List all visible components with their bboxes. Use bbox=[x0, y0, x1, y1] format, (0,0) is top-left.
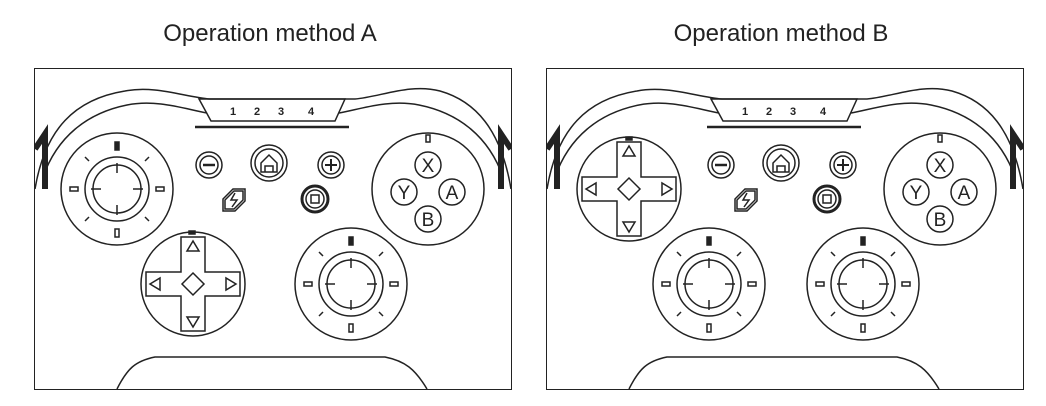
face-button-y[interactable] bbox=[390, 178, 418, 206]
right-shoulder-line bbox=[338, 102, 504, 178]
face-button-x[interactable] bbox=[926, 151, 954, 179]
lightning-turbo-icon bbox=[229, 192, 239, 208]
face-label-y: Y bbox=[910, 183, 923, 204]
bottom-cutout bbox=[628, 356, 940, 389]
face-button-cluster bbox=[883, 132, 997, 246]
player-indicator-2: 2 bbox=[766, 106, 772, 118]
right-joystick[interactable] bbox=[294, 227, 408, 341]
turbo-button[interactable] bbox=[734, 188, 758, 212]
player-indicator-4: 4 bbox=[308, 106, 315, 118]
plus-button-icon bbox=[837, 159, 849, 171]
player-indicator-2: 2 bbox=[254, 106, 260, 118]
player-indicator-3: 3 bbox=[790, 106, 796, 118]
dpad-right-arrow-icon bbox=[225, 276, 238, 292]
player-indicator-4: 4 bbox=[820, 106, 827, 118]
left-grip-edge bbox=[35, 124, 48, 189]
face-button-x[interactable] bbox=[414, 151, 442, 179]
capture-button[interactable] bbox=[300, 184, 330, 214]
controller-shell-outline bbox=[35, 87, 511, 190]
dpad-up-arrow-icon bbox=[621, 144, 637, 157]
controller-diagram-method-a: 1 2 3 4 bbox=[35, 87, 511, 389]
face-button-b[interactable] bbox=[414, 205, 442, 233]
face-label-x: X bbox=[422, 156, 435, 177]
square-capture-icon bbox=[822, 194, 832, 204]
face-label-b: B bbox=[934, 210, 947, 231]
plus-button[interactable] bbox=[829, 151, 857, 179]
face-button-a[interactable] bbox=[438, 178, 466, 206]
home-button[interactable] bbox=[250, 144, 288, 182]
face-label-y: Y bbox=[398, 183, 411, 204]
controller-diagram-method-b: 1 2 3 4 bbox=[547, 87, 1023, 389]
face-button-y[interactable] bbox=[902, 178, 930, 206]
dpad-up-arrow-icon bbox=[185, 239, 201, 252]
player-led-bar bbox=[709, 98, 859, 122]
player-led-bar bbox=[197, 98, 347, 122]
left-shoulder-line bbox=[42, 102, 208, 178]
home-button-icon bbox=[260, 153, 278, 173]
lightning-turbo-icon bbox=[741, 192, 751, 208]
left-grip-edge bbox=[547, 124, 560, 189]
dpad-left-arrow-icon bbox=[584, 181, 597, 197]
plus-button-icon bbox=[325, 159, 337, 171]
turbo-button[interactable] bbox=[222, 188, 246, 212]
face-label-x: X bbox=[934, 156, 947, 177]
dpad[interactable] bbox=[576, 136, 682, 242]
dpad-down-arrow-icon bbox=[185, 316, 201, 329]
dpad-down-arrow-icon bbox=[621, 221, 637, 234]
face-label-a: A bbox=[446, 183, 459, 204]
face-button-a[interactable] bbox=[950, 178, 978, 206]
capture-button[interactable] bbox=[812, 184, 842, 214]
controller-panel-method-a: 1 2 3 4 bbox=[34, 68, 512, 390]
controller-panel-method-b: 1 2 3 4 bbox=[546, 68, 1024, 390]
dpad-left-arrow-icon bbox=[148, 276, 161, 292]
plus-button[interactable] bbox=[317, 151, 345, 179]
face-label-a: A bbox=[958, 183, 971, 204]
right-joystick[interactable] bbox=[806, 227, 920, 341]
minus-button[interactable] bbox=[195, 151, 223, 179]
title-operation-method-b: Operation method B bbox=[673, 20, 889, 47]
right-grip-edge bbox=[1010, 124, 1023, 189]
dpad[interactable] bbox=[140, 230, 246, 337]
home-button-icon bbox=[772, 153, 790, 173]
bottom-cutout bbox=[116, 356, 428, 389]
player-indicator-3: 3 bbox=[278, 106, 284, 118]
minus-button[interactable] bbox=[707, 151, 735, 179]
left-shoulder-line bbox=[554, 102, 720, 178]
face-label-b: B bbox=[422, 210, 435, 231]
home-button[interactable] bbox=[762, 144, 800, 182]
right-shoulder-line bbox=[850, 102, 1016, 178]
square-capture-icon bbox=[310, 194, 320, 204]
face-button-b[interactable] bbox=[926, 205, 954, 233]
player-indicator-1: 1 bbox=[230, 106, 236, 118]
face-button-cluster bbox=[371, 132, 485, 246]
dpad-right-arrow-icon bbox=[661, 181, 674, 197]
title-operation-method-a: Operation method A bbox=[163, 20, 377, 47]
player-indicator-1: 1 bbox=[742, 106, 748, 118]
right-grip-edge bbox=[498, 124, 511, 189]
left-joystick[interactable] bbox=[652, 227, 766, 341]
left-joystick[interactable] bbox=[60, 132, 174, 246]
